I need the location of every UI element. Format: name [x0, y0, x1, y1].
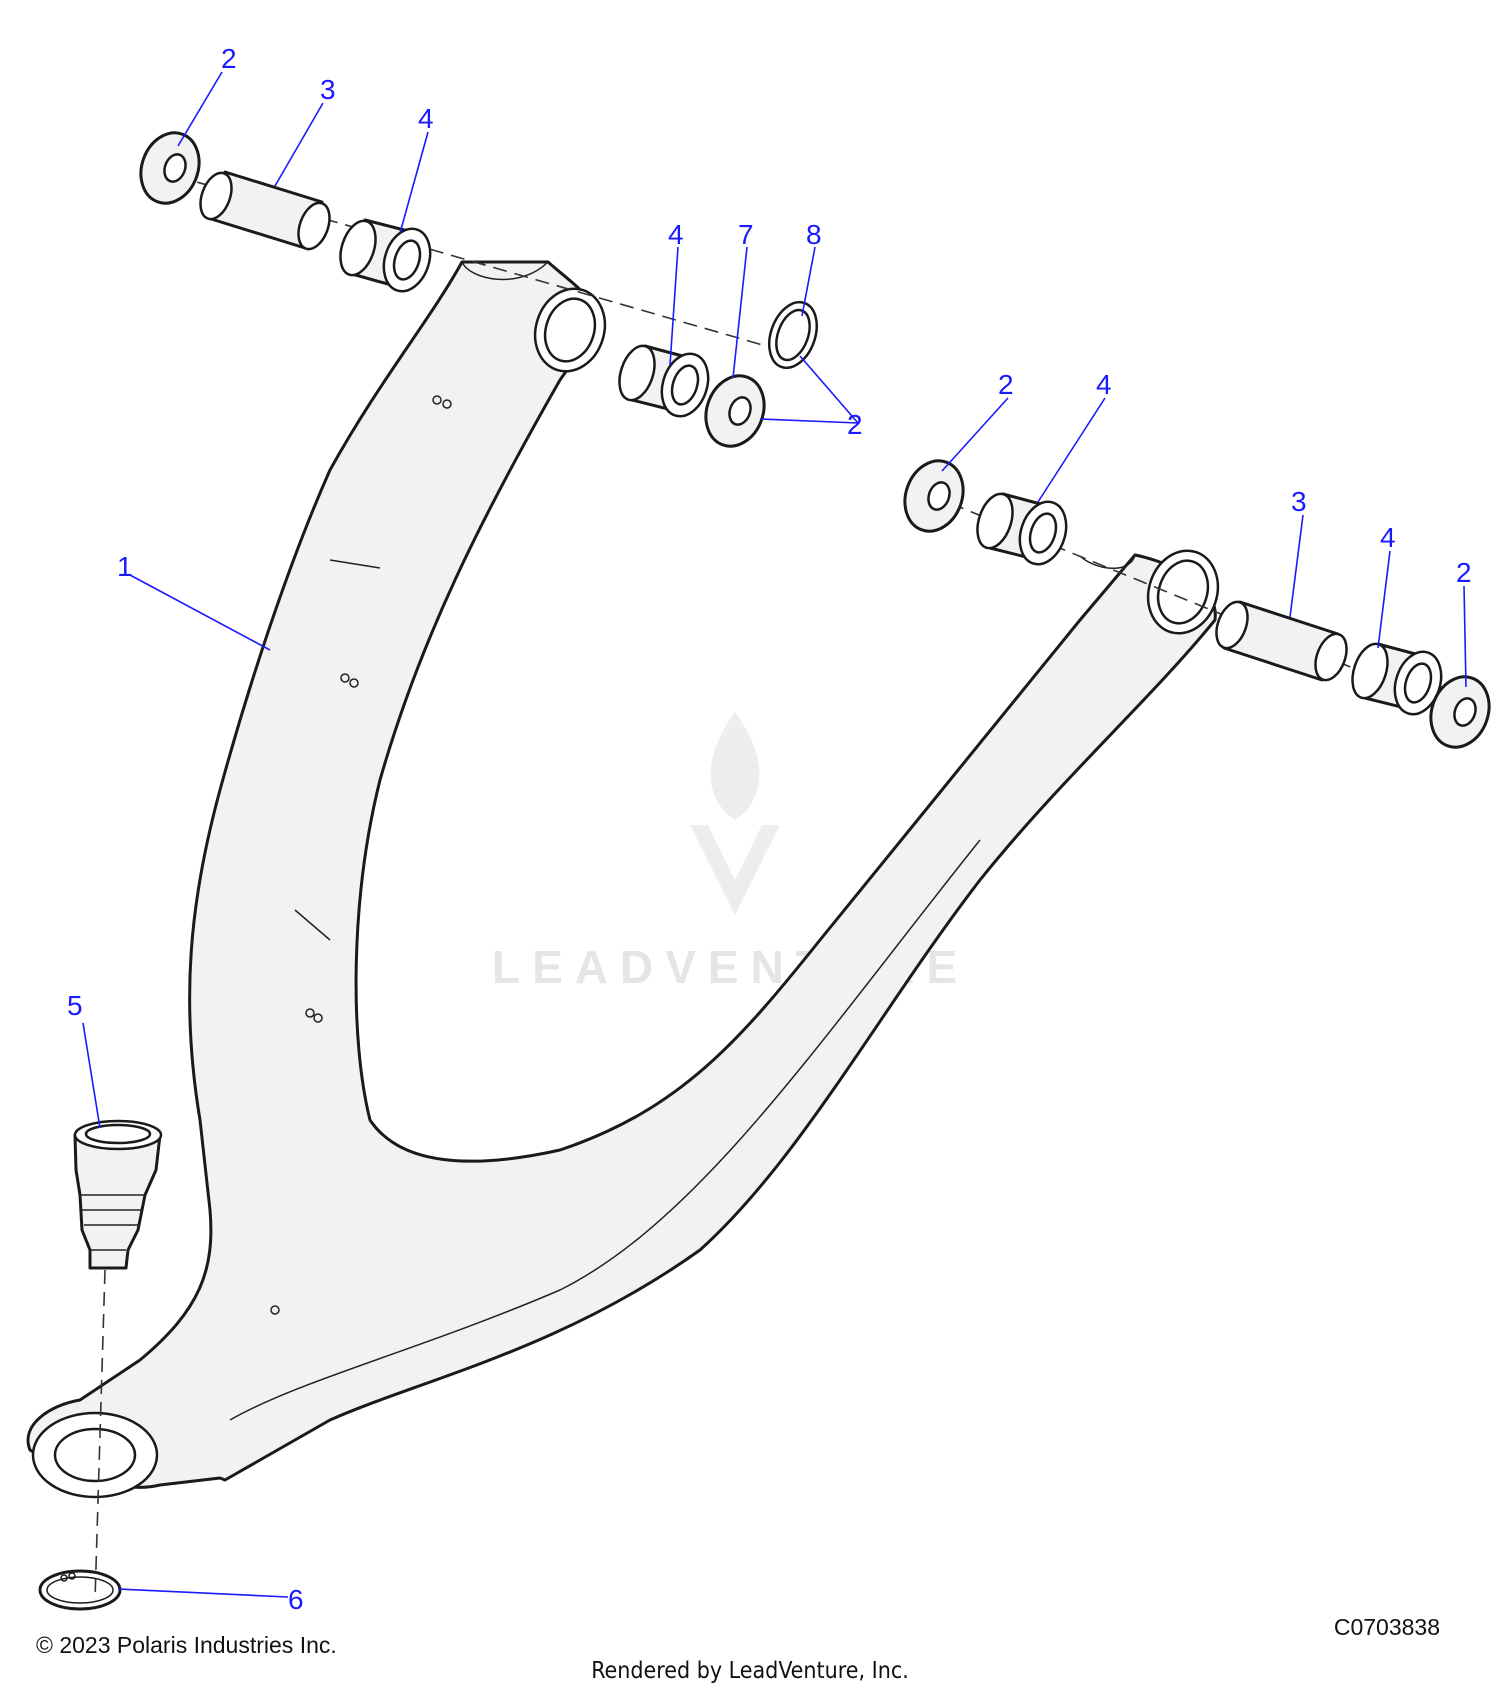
callout-5: 5 — [67, 990, 83, 1021]
a-arm-part-1 — [26, 260, 1220, 1499]
leader-lines — [82, 71, 1467, 1598]
callout-4: 4 — [1096, 369, 1112, 400]
bushing-part-4-upper-right — [618, 344, 710, 418]
callout-4: 4 — [668, 219, 684, 250]
seal-part-7 — [704, 374, 766, 448]
washer-part-8 — [768, 300, 818, 370]
seal-part-2-right-outer — [1429, 675, 1491, 749]
callout-2: 2 — [847, 409, 863, 440]
callout-2: 2 — [998, 369, 1014, 400]
retaining-ring-part-6 — [38, 1569, 122, 1611]
bushing-part-4-right-inner — [976, 492, 1068, 566]
callout-4: 4 — [418, 103, 434, 134]
copyright-text: © 2023 Polaris Industries Inc. — [36, 1632, 337, 1658]
bushing-part-4-right-outer — [1351, 642, 1443, 716]
seal-part-2-right-inner — [903, 459, 965, 533]
callout-labels: 2 3 4 4 7 8 2 2 4 3 4 2 1 5 6 — [67, 43, 1472, 1615]
callout-8: 8 — [806, 219, 822, 250]
callout-3: 3 — [320, 74, 336, 105]
ball-joint-part-5 — [73, 1119, 163, 1270]
callout-4: 4 — [1380, 522, 1396, 553]
callout-6: 6 — [288, 1584, 304, 1615]
callout-1: 1 — [117, 551, 133, 582]
callout-3: 3 — [1291, 486, 1307, 517]
callout-2: 2 — [221, 43, 237, 74]
callout-2: 2 — [1456, 557, 1472, 588]
seal-part-2-upper-left — [139, 131, 201, 205]
rendered-by-text: Rendered by LeadVenture, Inc. — [591, 1658, 909, 1684]
diagram-code: C0703838 — [1333, 1614, 1440, 1640]
sleeve-part-3-upper — [199, 170, 331, 251]
bushing-part-4-upper-left — [339, 218, 432, 293]
sleeve-part-3-right — [1215, 600, 1348, 682]
callout-7: 7 — [738, 219, 754, 250]
